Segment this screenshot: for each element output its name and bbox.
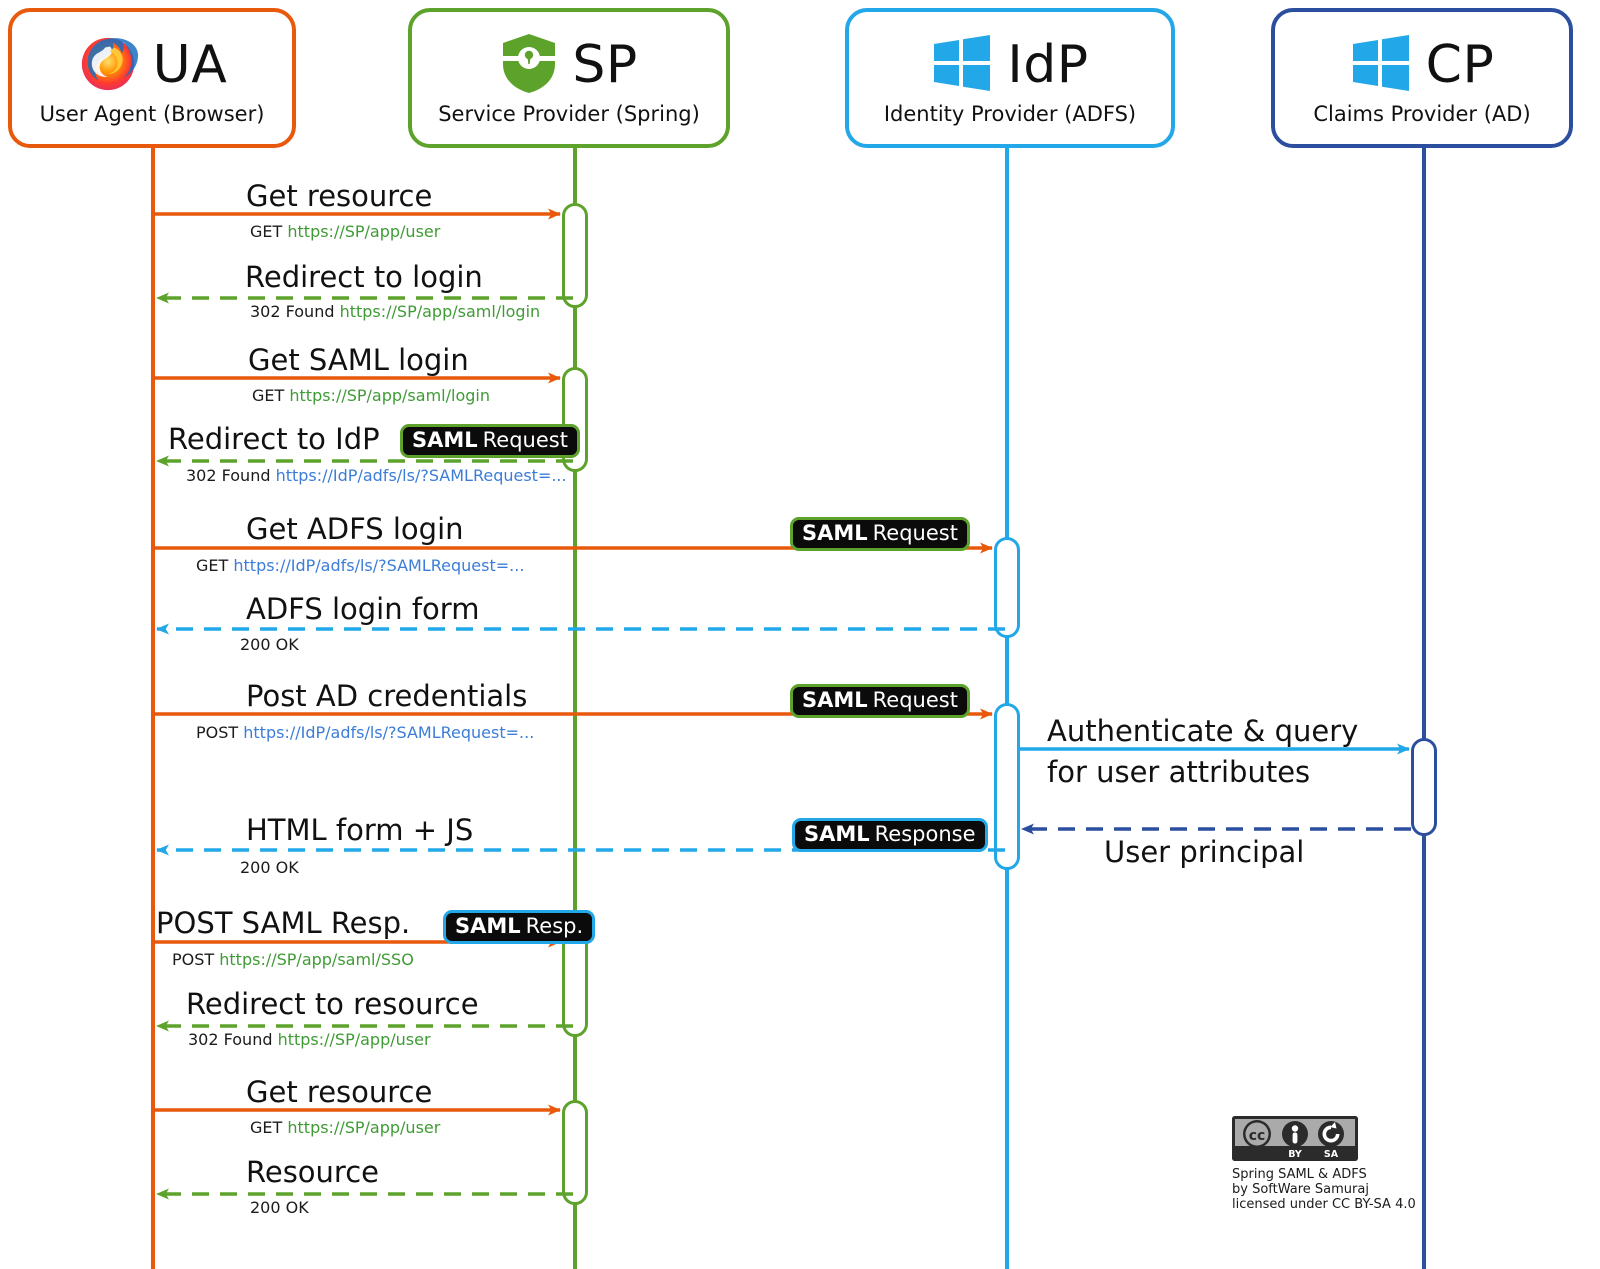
- message-detail-m6: 200 OK: [240, 636, 299, 653]
- http-method-m11: POST: [172, 950, 215, 969]
- http-method-m12: 302 Found: [188, 1030, 273, 1049]
- message-detail-m4: 302 Found https://IdP/adfs/ls/?SAMLReque…: [186, 467, 567, 484]
- message-title-m2: Redirect to login: [245, 260, 483, 294]
- message-title-m14: Resource: [246, 1155, 379, 1189]
- lifeline-cp: [1422, 148, 1426, 1269]
- message-title-m8-line1: Authenticate & query: [1047, 714, 1359, 748]
- saml-request-badge-m5: SAML Request: [790, 517, 970, 551]
- http-method-m10: 200 OK: [240, 858, 299, 877]
- badge-bold-m11: SAML: [455, 914, 521, 938]
- badge-bold-m10: SAML: [804, 822, 870, 846]
- badge-bold-m7: SAML: [802, 688, 868, 712]
- http-url-m11: https://SP/app/saml/SSO: [219, 950, 414, 969]
- badge-bold-m5: SAML: [802, 521, 868, 545]
- http-method-m3: GET: [252, 386, 285, 405]
- actor-cp-abbr: CP: [1425, 35, 1495, 95]
- activation-idp-2: [994, 703, 1020, 870]
- message-detail-m13: GET https://SP/app/user: [250, 1119, 440, 1136]
- http-method-m13: GET: [250, 1118, 283, 1137]
- message-title-m7: Post AD credentials: [246, 679, 528, 713]
- message-title-m1: Get resource: [246, 179, 433, 213]
- actor-idp-abbr: IdP: [1007, 35, 1089, 95]
- message-detail-m11: POST https://SP/app/saml/SSO: [172, 951, 414, 968]
- message-title-m6: ADFS login form: [246, 592, 480, 626]
- license-block: cc BY SA Spring SAML & ADFS by SoftWare …: [1232, 1116, 1416, 1212]
- badge-rest-m5: Request: [872, 521, 958, 545]
- message-detail-m2: 302 Found https://SP/app/saml/login: [250, 303, 540, 320]
- license-line-2: by SoftWare Samuraj: [1232, 1182, 1369, 1197]
- message-detail-m1: GET https://SP/app/user: [250, 223, 440, 240]
- message-detail-m12: 302 Found https://SP/app/user: [188, 1031, 431, 1048]
- saml-request-badge-m4: SAML Request: [400, 424, 580, 458]
- http-url-m2: https://SP/app/saml/login: [339, 302, 541, 321]
- http-method-m5: GET: [196, 556, 229, 575]
- badge-rest-m7: Request: [872, 688, 958, 712]
- saml-resp-badge-m11: SAML Resp.: [443, 910, 596, 944]
- message-title-m11: POST SAML Resp.: [156, 906, 411, 940]
- actor-ua-abbr: UA: [152, 35, 228, 95]
- lifeline-sp: [573, 148, 577, 1269]
- actor-sp-abbr: SP: [572, 35, 638, 95]
- actor-ua-subtitle: User Agent (Browser): [39, 102, 265, 126]
- license-line-1: Spring SAML & ADFS: [1232, 1167, 1367, 1182]
- message-detail-m7: POST https://IdP/adfs/ls/?SAMLRequest=..…: [196, 724, 534, 741]
- http-method-m4: 302 Found: [186, 466, 271, 485]
- http-url-m4: https://IdP/adfs/ls/?SAMLRequest=...: [275, 466, 567, 485]
- message-detail-m5: GET https://IdP/adfs/ls/?SAMLRequest=...: [196, 557, 524, 574]
- actor-cp-subtitle: Claims Provider (AD): [1313, 102, 1531, 126]
- saml-response-badge-m10: SAML Response: [792, 818, 988, 852]
- activation-sp-3: [562, 932, 588, 1037]
- saml-request-badge-m7: SAML Request: [790, 684, 970, 718]
- activation-sp-4: [562, 1100, 588, 1205]
- http-url-m5: https://IdP/adfs/ls/?SAMLRequest=...: [233, 556, 525, 575]
- badge-bold-m4: SAML: [412, 428, 478, 452]
- activation-cp-1: [1411, 738, 1437, 836]
- svg-text:BY: BY: [1288, 1149, 1302, 1160]
- windows-icon: [1350, 34, 1412, 96]
- message-title-m5: Get ADFS login: [246, 512, 464, 546]
- svg-text:SA: SA: [1324, 1149, 1339, 1160]
- svg-text:cc: cc: [1249, 1128, 1266, 1144]
- http-url-m13: https://SP/app/user: [287, 1118, 441, 1137]
- creative-commons-badge-icon: cc BY SA: [1232, 1116, 1358, 1161]
- badge-rest-m10: Response: [874, 822, 976, 846]
- http-url-m1: https://SP/app/user: [287, 222, 441, 241]
- http-url-m12: https://SP/app/user: [277, 1030, 431, 1049]
- http-method-m14: 200 OK: [250, 1198, 309, 1217]
- http-method-m2: 302 Found: [250, 302, 335, 321]
- message-title-m8-line2: for user attributes: [1047, 755, 1311, 789]
- message-title-m4: Redirect to IdP: [168, 422, 380, 456]
- actor-ua[interactable]: UA User Agent (Browser): [8, 8, 296, 148]
- http-method-m6: 200 OK: [240, 635, 299, 654]
- actor-cp[interactable]: CP Claims Provider (AD): [1271, 8, 1573, 148]
- message-title-m13: Get resource: [246, 1075, 433, 1109]
- message-detail-m3: GET https://SP/app/saml/login: [252, 387, 490, 404]
- message-title-m12: Redirect to resource: [186, 987, 479, 1021]
- windows-icon: [931, 34, 993, 96]
- shield-lock-icon: [500, 32, 558, 98]
- http-url-m7: https://IdP/adfs/ls/?SAMLRequest=...: [243, 723, 535, 742]
- message-detail-m10: 200 OK: [240, 859, 299, 876]
- message-detail-m14: 200 OK: [250, 1199, 309, 1216]
- lifeline-ua: [151, 148, 155, 1269]
- license-line-3: licensed under CC BY-SA 4.0: [1232, 1197, 1416, 1212]
- badge-rest-m4: Request: [482, 428, 568, 452]
- actor-idp-subtitle: Identity Provider (ADFS): [883, 102, 1137, 126]
- actor-idp[interactable]: IdP Identity Provider (ADFS): [845, 8, 1175, 148]
- http-method-m7: POST: [196, 723, 239, 742]
- http-method-m1: GET: [250, 222, 283, 241]
- activation-sp-1: [562, 203, 588, 308]
- actor-sp[interactable]: SP Service Provider (Spring): [408, 8, 730, 148]
- activation-idp-1: [994, 537, 1020, 638]
- actor-sp-subtitle: Service Provider (Spring): [438, 102, 700, 126]
- firefox-icon: [77, 32, 139, 98]
- message-title-m10: HTML form + JS: [246, 813, 474, 847]
- message-title-m3: Get SAML login: [248, 343, 469, 377]
- badge-rest-m11: Resp.: [525, 914, 584, 938]
- http-url-m3: https://SP/app/saml/login: [289, 386, 490, 405]
- message-title-m9: User principal: [1104, 835, 1305, 869]
